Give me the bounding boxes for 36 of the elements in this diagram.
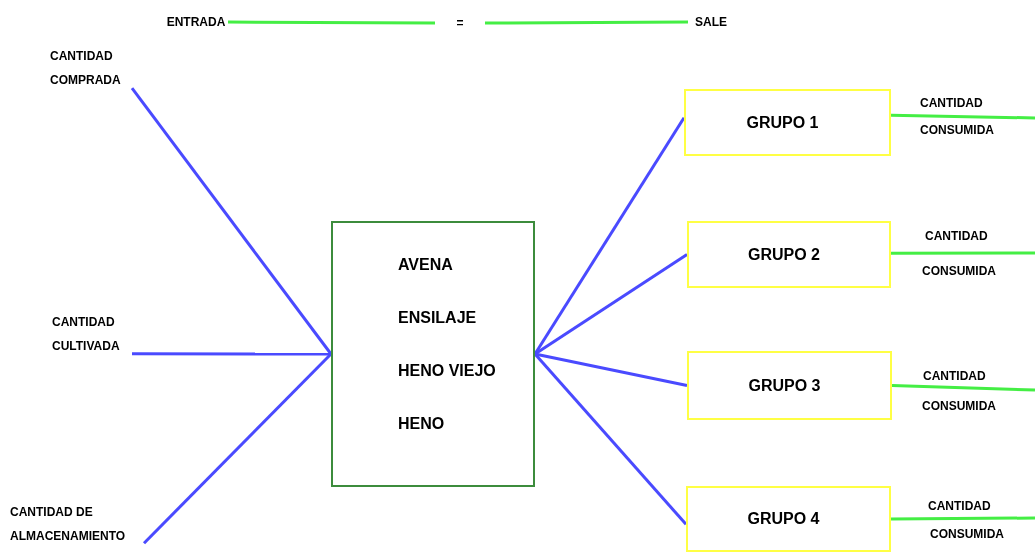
connector-line [228,20,435,25]
connector-line [142,352,333,545]
source-text: CANTIDAD COMPRADA [50,44,132,96]
connector-line [891,384,1035,392]
connector-line [485,20,688,25]
source-text: CANTIDAD CULTIVADA [52,310,132,362]
connector-line [533,353,688,526]
connector-line [890,113,1035,120]
connector-line [534,253,688,356]
source-text: CANTIDAD DE ALMACENAMIENTO [10,500,144,548]
output-label: CANTIDAD [928,499,991,513]
connector-line [130,87,333,355]
group-box: GRUPO 4 [686,486,891,552]
connector-line [534,352,688,387]
output-label: CANTIDAD [925,229,988,243]
output-label: CANTIDAD [923,369,986,383]
feed-item: HENO [398,414,445,434]
connector-line [533,117,686,355]
feed-item: AVENA [398,255,453,275]
output-label: CANTIDAD [920,96,983,110]
feed-item: HENO VIEJO [398,361,496,381]
output-label: CONSUMIDA [920,123,994,137]
flow-term: = [435,14,485,32]
flow-term: SALE [688,14,734,30]
output-label: CONSUMIDA [930,527,1004,541]
feed-box [331,221,535,487]
group-box: GRUPO 3 [687,351,892,420]
connector-line [891,516,1035,521]
connector-line [891,251,1035,255]
output-label: CONSUMIDA [922,264,996,278]
connector-line [132,352,331,356]
group-box: GRUPO 2 [687,221,891,288]
group-box: GRUPO 1 [684,89,891,156]
flow-term: ENTRADA [164,14,228,30]
output-label: CONSUMIDA [922,399,996,413]
feed-item: ENSILAJE [398,308,477,328]
